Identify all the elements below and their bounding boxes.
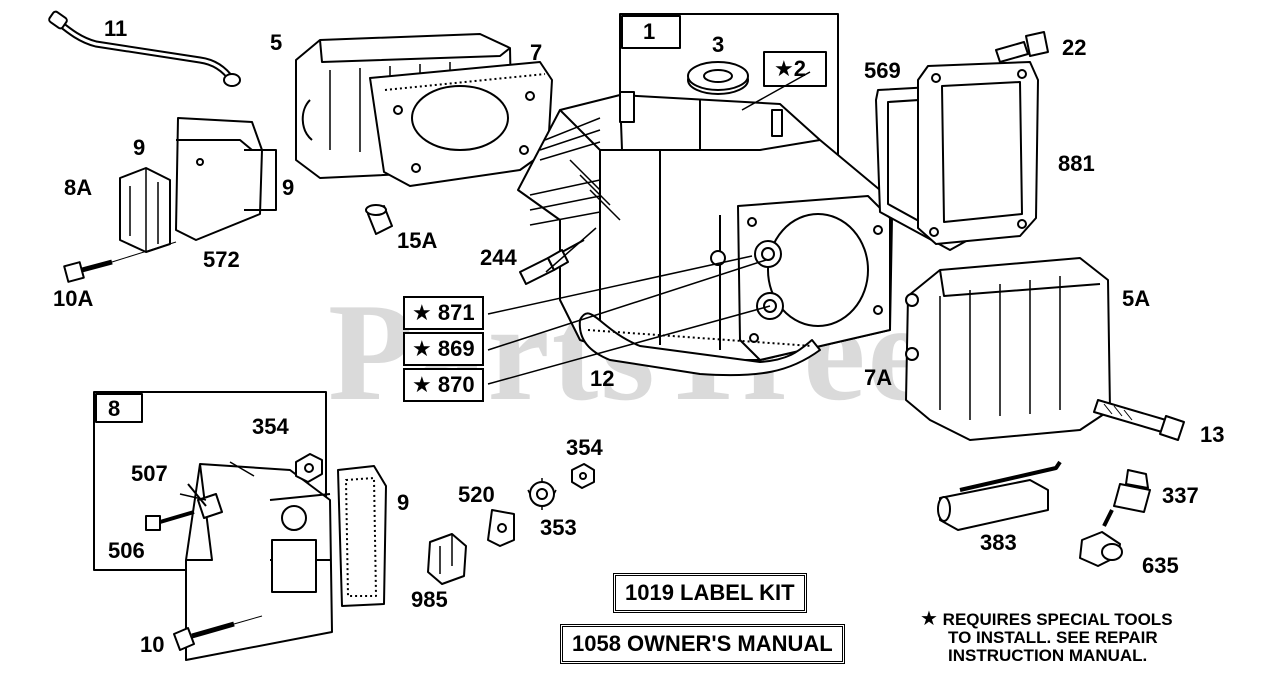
gasket-part-9c — [337, 465, 387, 607]
screw-part-10 — [173, 615, 263, 651]
head-gasket-part-7 — [369, 61, 553, 187]
callout-985: 985 — [411, 587, 448, 612]
module-part-8a — [119, 167, 171, 253]
callout-337: 337 — [1162, 483, 1199, 508]
callout-9a: 9 — [133, 135, 146, 160]
callout-869: ★ 869 — [403, 332, 484, 366]
callout-10a: 10A — [53, 286, 94, 311]
cylinder-head-part-5a — [905, 257, 1111, 441]
callout-353: 353 — [540, 515, 577, 540]
callout-12: 12 — [590, 366, 615, 391]
cylinder-block-part-1 — [517, 91, 893, 361]
callout-5: 5 — [270, 30, 283, 55]
note-line-2: TO INSTALL. SEE REPAIR — [948, 628, 1158, 647]
bolt-part-13 — [1093, 399, 1185, 441]
bolt-part-22 — [995, 31, 1049, 63]
callout-3: 3 — [712, 32, 725, 57]
armature-bracket-part-572 — [175, 117, 277, 241]
bracket-part-520 — [487, 509, 515, 547]
spark-plug-part-337 — [1102, 469, 1151, 527]
callout-7: 7 — [530, 40, 543, 65]
boot-part-635 — [1079, 531, 1123, 567]
tube-part-11 — [48, 10, 241, 87]
callout-881: 881 — [1058, 151, 1095, 176]
star-icon: ★ — [412, 372, 432, 397]
callout-506: 506 — [108, 538, 145, 563]
callout-13: 13 — [1200, 422, 1225, 447]
label-kit-box: 1019 LABEL KIT — [613, 573, 807, 613]
cover-part-881 — [917, 61, 1039, 245]
callout-5a: 5A — [1122, 286, 1151, 311]
callout-383: 383 — [980, 530, 1017, 555]
governor-bracket-part-8 — [185, 463, 333, 661]
oil-seal-part-3 — [687, 61, 749, 95]
part-383 — [937, 460, 1062, 531]
nut-part-354a — [295, 453, 323, 483]
callout-7a: 7A — [864, 365, 893, 390]
callout-1: 1 — [643, 19, 656, 44]
callout-8: 8 — [108, 396, 121, 421]
callout-507: 507 — [131, 461, 168, 486]
callout-870: ★ 870 — [403, 368, 484, 402]
callout-8a: 8A — [64, 175, 93, 200]
callout-354b: 354 — [566, 435, 603, 460]
switch-part-985 — [427, 533, 467, 585]
callout-15a: 15A — [397, 228, 438, 253]
callout-9b: 9 — [282, 175, 295, 200]
nut-part-354b — [571, 463, 595, 489]
callout-871: ★ 871 — [403, 296, 484, 330]
callout-2: ★2 — [774, 56, 806, 81]
callout-22: 22 — [1062, 35, 1087, 60]
star-icon: ★ — [774, 56, 794, 81]
washer-part-353 — [527, 478, 557, 510]
callout-244: 244 — [480, 245, 517, 270]
note-line-3: INSTRUCTION MANUAL. — [948, 646, 1148, 665]
callout-354a: 354 — [252, 414, 289, 439]
note-line-1: REQUIRES SPECIAL TOOLS — [942, 610, 1173, 629]
star-icon: ★ — [920, 608, 938, 630]
callout-520: 520 — [458, 482, 495, 507]
screw-part-10a — [63, 241, 177, 283]
callout-10: 10 — [140, 632, 165, 657]
callout-635: 635 — [1142, 553, 1179, 578]
star-icon: ★ — [412, 300, 432, 325]
screw-part-506 — [145, 510, 195, 531]
owners-manual-box: 1058 OWNER'S MANUAL — [560, 624, 845, 664]
callout-11: 11 — [104, 16, 128, 41]
callout-572: 572 — [203, 247, 240, 272]
callout-569: 569 — [864, 58, 901, 83]
star-icon: ★ — [412, 336, 432, 361]
callout-9c: 9 — [397, 490, 410, 515]
base-gasket-part-12 — [578, 312, 821, 377]
special-tools-note: ★ REQUIRES SPECIAL TOOLS TO INSTALL. SEE… — [920, 608, 1173, 665]
plug-part-15a — [365, 204, 393, 235]
